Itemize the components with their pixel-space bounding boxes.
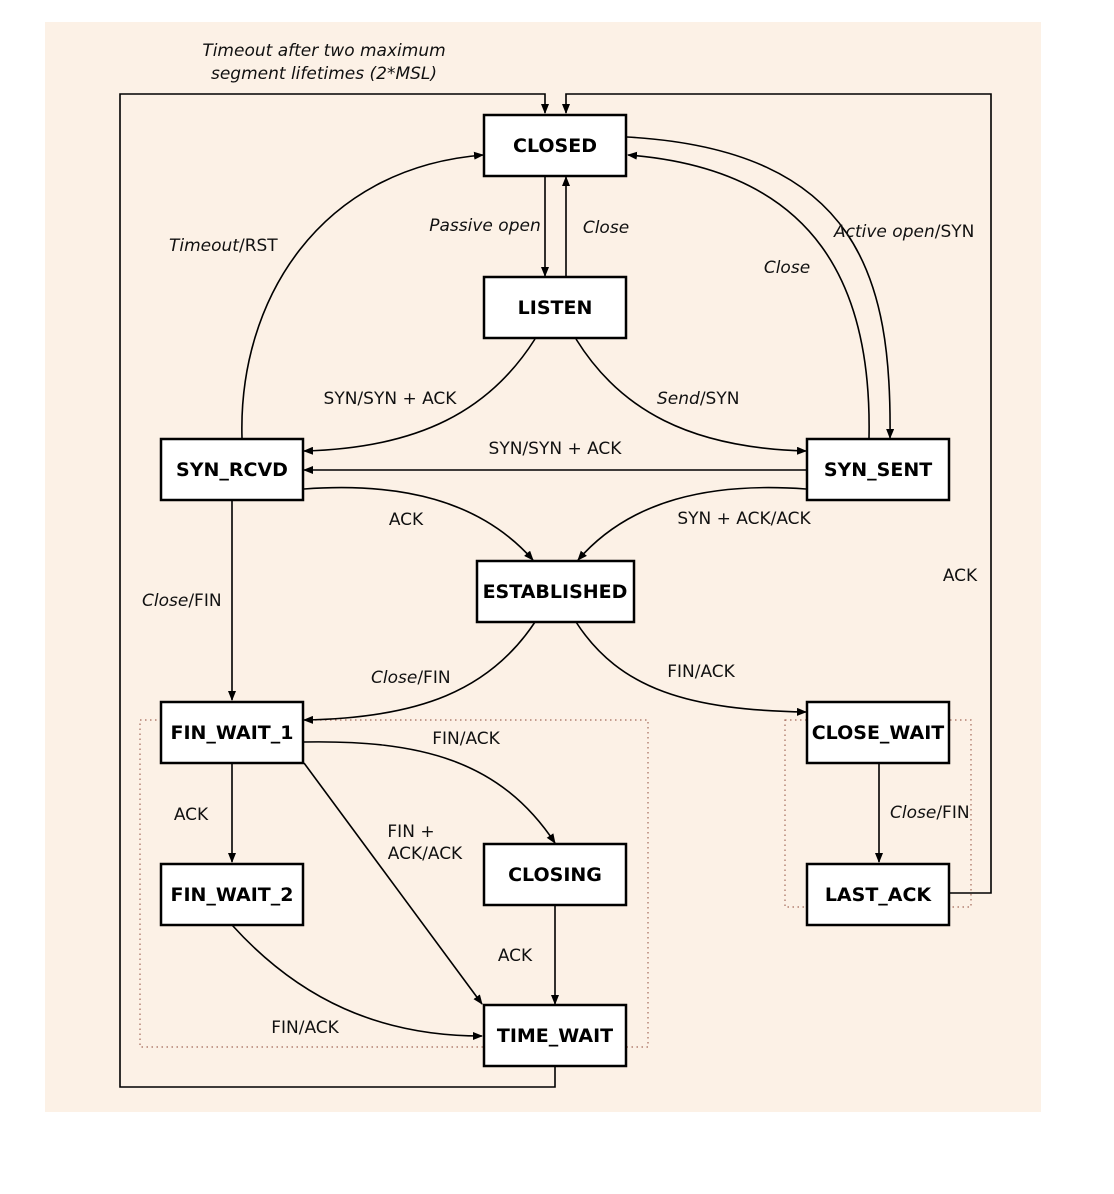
edge-synrcvd-to-closed (241, 151, 484, 439)
label-ack-closing: ACK (498, 946, 533, 966)
label-send-syn-part: /SYN (700, 389, 740, 409)
state-closing-label: CLOSING (508, 864, 602, 886)
state-fin-wait-2-label: FIN_WAIT_2 (170, 884, 293, 906)
label-timeout-rst: Timeout/RST (169, 236, 278, 256)
label-active-open-syn: Active open/SYN (833, 222, 974, 242)
label-close-fin-synrcvd-fin: /FIN (188, 591, 221, 611)
state-listen: LISTEN (482, 275, 628, 340)
edge-lastack-to-closed (562, 93, 992, 894)
label-active-open-word: Active open (833, 222, 935, 242)
state-syn-sent: SYN_SENT (805, 437, 951, 502)
edge-listen-to-synrcvd (303, 338, 536, 455)
edge-timewait-to-closed (119, 93, 556, 1088)
label-syn-synack-cross: SYN/SYN + ACK (489, 439, 623, 459)
label-ack-synrcvd: ACK (389, 510, 424, 530)
label-timeout-line2: segment lifetimes (2*MSL) (211, 64, 437, 84)
label-passive-open: Passive open (429, 216, 540, 236)
label-close-fin-est-word: Close (371, 668, 417, 688)
label-close-fin-est-fin: /FIN (417, 668, 450, 688)
state-close-wait-label: CLOSE_WAIT (812, 722, 945, 744)
label-send-word: Send (657, 389, 700, 409)
label-fin-ack-fw1: FIN/ACK (432, 729, 500, 749)
edge-synsent-to-established (577, 486, 807, 561)
label-timeout-word: Timeout (169, 236, 240, 256)
label-close-fin-cw: Close/FIN (890, 803, 970, 823)
edge-finwait1-to-timewait (303, 762, 483, 1005)
edge-finwait2-to-timewait (231, 924, 483, 1040)
state-closed: CLOSED (482, 113, 628, 178)
edge-synrcvd-to-established (303, 486, 534, 561)
label-syn-synack-listen: SYN/SYN + ACK (324, 389, 458, 409)
state-syn-sent-label: SYN_SENT (824, 459, 932, 481)
edge-synsent-to-closed (627, 151, 870, 439)
label-fin-plus: FIN + (387, 822, 434, 842)
label-rst: /RST (239, 236, 278, 256)
edge-established-to-finwait1 (303, 621, 536, 724)
state-listen-label: LISTEN (518, 297, 593, 319)
label-close-fin-synrcvd: Close/FIN (142, 591, 222, 611)
state-syn-rcvd: SYN_RCVD (159, 437, 305, 502)
label-synack-ack: SYN + ACK/ACK (677, 509, 811, 529)
label-send-syn: Send/SYN (657, 389, 739, 409)
state-fin-wait-2: FIN_WAIT_2 (159, 862, 305, 927)
state-established-label: ESTABLISHED (483, 581, 628, 603)
label-close-listen: Close (583, 218, 629, 238)
state-last-ack-label: LAST_ACK (825, 884, 933, 906)
label-fin-ack-fw2: FIN/ACK (271, 1018, 339, 1038)
label-ack-lastack: ACK (943, 566, 978, 586)
label-close-fin-cw-word: Close (890, 803, 936, 823)
label-ack-ack: ACK/ACK (388, 844, 463, 864)
state-fin-wait-1: FIN_WAIT_1 (159, 700, 305, 765)
state-time-wait-label: TIME_WAIT (497, 1025, 613, 1047)
state-closing: CLOSING (482, 842, 628, 907)
state-established: ESTABLISHED (475, 559, 636, 624)
state-closed-label: CLOSED (513, 135, 597, 157)
state-syn-rcvd-label: SYN_RCVD (176, 459, 288, 481)
label-close-fin-cw-fin: /FIN (936, 803, 969, 823)
edge-finwait1-to-closing (303, 741, 556, 844)
label-close-fin-est: Close/FIN (371, 668, 451, 688)
state-fin-wait-1-label: FIN_WAIT_1 (170, 722, 293, 744)
active-close-group (139, 719, 649, 1048)
edge-closed-to-synsent (626, 136, 895, 439)
state-time-wait: TIME_WAIT (482, 1003, 628, 1068)
label-close-synsent: Close (764, 258, 810, 278)
label-fin-ack-est: FIN/ACK (667, 662, 735, 682)
label-active-open-syn-part: /SYN (935, 222, 975, 242)
edge-listen-to-synsent (575, 338, 807, 455)
label-timeout-line1: Timeout after two maximum (202, 41, 445, 61)
state-close-wait: CLOSE_WAIT (805, 700, 951, 765)
edge-established-to-closewait (575, 621, 807, 716)
label-ack-fw1: ACK (174, 805, 209, 825)
label-close-fin-synrcvd-word: Close (142, 591, 188, 611)
state-last-ack: LAST_ACK (805, 862, 951, 927)
